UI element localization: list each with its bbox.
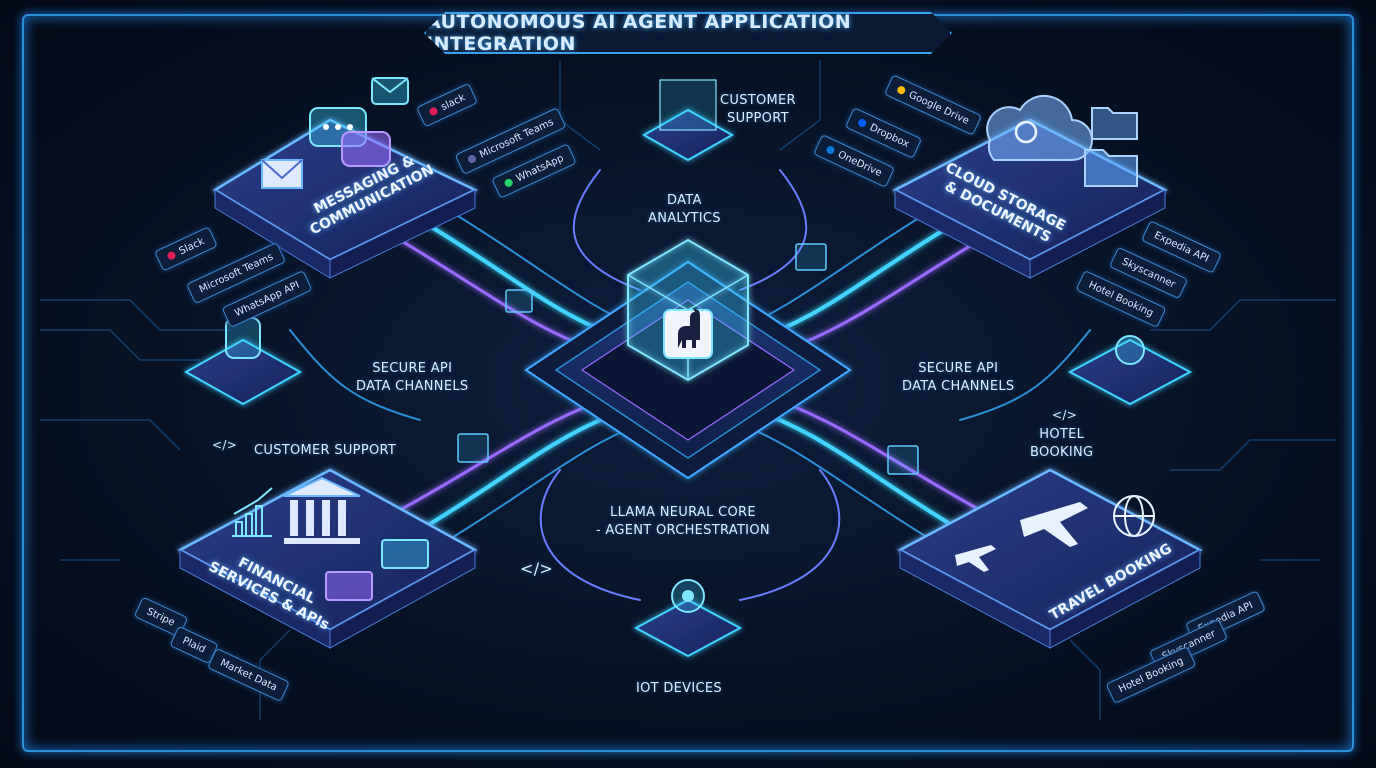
data-analytics-line2: ANALYTICS — [648, 211, 721, 226]
bar-chart-icon — [232, 487, 273, 537]
secure-api-right-line1: SECURE API — [918, 361, 999, 376]
bank-icon — [283, 476, 361, 544]
customer-support-left-label: CUSTOMER SUPPORT — [254, 443, 397, 458]
slack-icon — [428, 106, 439, 117]
llama-icon — [663, 308, 713, 359]
customer-support-top-line2: SUPPORT — [727, 111, 789, 126]
code-glyph-right: </> — [1052, 408, 1078, 422]
chip-slack-top-label: slack — [439, 91, 467, 113]
page-title: AUTONOMOUS AI AGENT APPLICATION INTEGRAT… — [426, 11, 852, 55]
slack-left-icon — [166, 250, 177, 261]
right-network-chip — [1067, 335, 1193, 406]
airplane-icon — [955, 502, 1088, 572]
secure-api-right-label: SECURE API DATA CHANNELS — [902, 360, 1014, 396]
iot-devices-label: IOT DEVICES — [636, 681, 722, 696]
platform-messaging — [212, 118, 478, 279]
data-analytics-label: DATA ANALYTICS — [648, 192, 721, 228]
hotel-booking-line2: BOOKING — [1030, 445, 1094, 460]
customer-support-top-line1: CUSTOMER — [720, 93, 796, 108]
globe-icon — [1113, 495, 1155, 537]
core-label-line1: LLAMA NEURAL CORE — [610, 505, 756, 520]
code-glyph-left: </> — [212, 438, 238, 452]
secure-api-left-line1: SECURE API — [372, 361, 453, 376]
customer-support-top-label: CUSTOMER SUPPORT — [720, 92, 796, 128]
dropbox-icon — [856, 117, 868, 129]
google-drive-icon — [895, 84, 907, 96]
whatsapp-icon — [503, 177, 514, 189]
chat-bubble-icon — [309, 77, 409, 167]
code-glyph-bottom: </> — [520, 559, 554, 578]
core-label: LLAMA NEURAL CORE - AGENT ORCHESTRATION — [596, 504, 770, 540]
chip-plaid-label: Plaid — [180, 634, 208, 656]
chip-slack-left-label: Slack — [177, 235, 207, 257]
hotel-booking-label: HOTEL BOOKING — [1030, 426, 1093, 462]
onedrive-icon — [825, 144, 836, 156]
bottom-tower-chip — [633, 579, 743, 658]
core-label-line2: - AGENT ORCHESTRATION — [596, 523, 770, 538]
top-tower-chip — [641, 79, 735, 162]
teams-icon — [466, 153, 478, 165]
outer-frame — [22, 14, 1354, 752]
hotel-booking-line1: HOTEL — [1039, 427, 1085, 442]
title-banner: AUTONOMOUS AI AGENT APPLICATION INTEGRAT… — [424, 12, 952, 54]
data-analytics-line1: DATA — [667, 193, 702, 208]
secure-api-left-label: SECURE API DATA CHANNELS — [356, 360, 468, 396]
code-tag-icons — [457, 243, 919, 475]
secure-api-right-line2: DATA CHANNELS — [902, 379, 1015, 394]
envelope-icon — [261, 159, 303, 189]
credit-card-icon — [325, 539, 429, 601]
left-secure-chip — [183, 317, 303, 406]
background-traces — [40, 60, 1336, 720]
secure-api-left-line2: DATA CHANNELS — [356, 379, 469, 394]
folder-icon — [1084, 107, 1138, 187]
cloud-sync-icon — [986, 94, 1093, 161]
platform-financial — [177, 468, 478, 649]
